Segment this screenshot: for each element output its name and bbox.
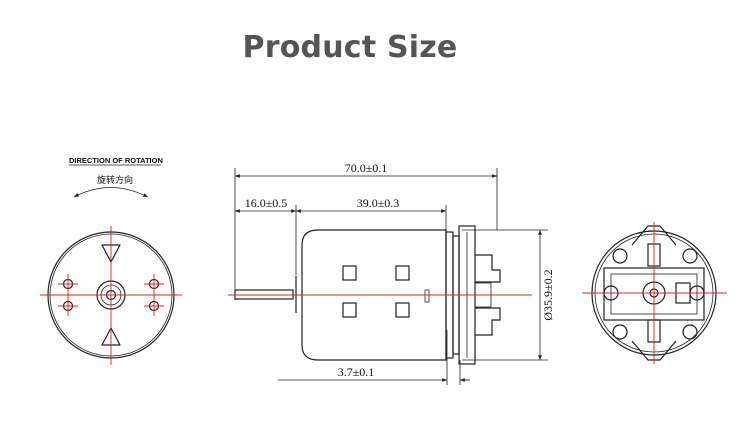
- terminal-bottom: [475, 307, 501, 336]
- rear-rivet: [612, 248, 628, 264]
- rotation-arrow-icon: [73, 187, 149, 198]
- body-window: [395, 302, 410, 318]
- motor-body: [301, 229, 447, 361]
- motor-shaft: [234, 289, 294, 300]
- body-window: [395, 265, 410, 281]
- body-window: [342, 302, 357, 318]
- page-title: Product Size: [242, 30, 458, 65]
- dim-flange: 3.7±0.1: [338, 365, 375, 379]
- front-view: DIRECTION OF ROTATION 旋转方向: [40, 156, 182, 365]
- dim-total-length: 70.0±0.1: [345, 161, 388, 175]
- body-window: [342, 265, 357, 281]
- rotation-chinese-label: 旋转方向: [97, 174, 133, 186]
- dim-body-length: 39.0±0.3: [357, 196, 400, 210]
- rear-rivet: [612, 324, 628, 340]
- rear-rivet: [682, 248, 698, 264]
- side-view: 70.0±0.1 16.0±0.5 39.0±0.3 3.7±0.1 Ø35.9…: [228, 161, 555, 385]
- dim-shaft-length: 16.0±0.5: [245, 196, 288, 210]
- rotation-label: DIRECTION OF ROTATION: [69, 156, 163, 165]
- dim-diameter: Ø35.9±0.2: [541, 269, 555, 320]
- rear-view: [582, 222, 727, 364]
- rear-rivet: [682, 324, 698, 340]
- terminal-top: [475, 254, 501, 283]
